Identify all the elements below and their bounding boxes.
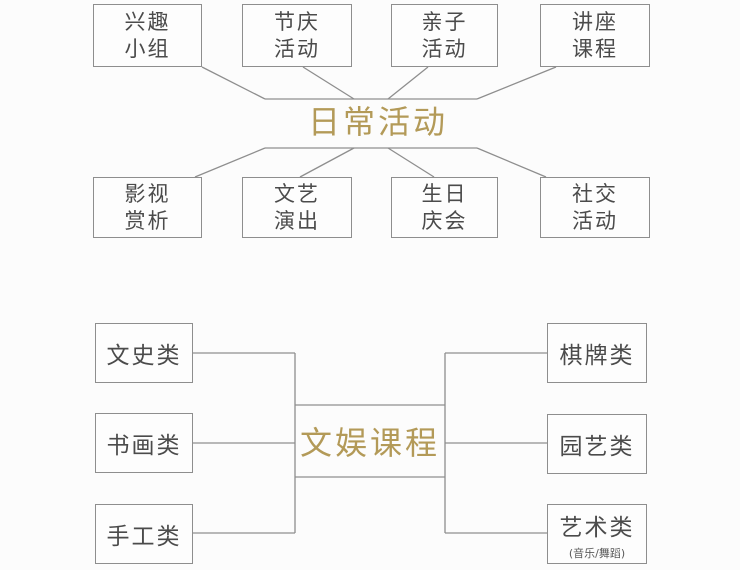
node-label: 文史类 (106, 343, 182, 369)
node-label: 活动 (421, 36, 468, 61)
node-handicrafts: 手工类 (95, 504, 193, 564)
node-chess-cards: 棋牌类 (547, 323, 647, 383)
node-label: 生日 (421, 181, 468, 206)
node-label: 小组 (124, 36, 171, 61)
node-parent-child-activities: 亲子 活动 (391, 4, 498, 67)
center-label-daily-activities: 日常活动 (307, 103, 448, 141)
node-label: 庆会 (421, 208, 468, 233)
node-label: 讲座 (572, 9, 618, 34)
node-calligraphy-painting: 书画类 (95, 413, 193, 473)
node-birthday-celebrations: 生日 庆会 (391, 177, 498, 238)
node-label: 赏析 (124, 208, 171, 233)
node-social-activities: 社交 活动 (540, 177, 650, 238)
node-sublabel: (音乐/舞蹈) (568, 546, 626, 560)
node-label: 活动 (274, 36, 320, 61)
node-label: 棋牌类 (559, 343, 635, 369)
node-label: 影视 (124, 181, 171, 206)
node-festival-activities: 节庆 活动 (242, 4, 352, 67)
node-label: 兴趣 (124, 9, 171, 34)
node-literature-history: 文史类 (95, 323, 193, 383)
node-label: 园艺类 (559, 434, 635, 460)
node-label: 社交 (572, 181, 618, 206)
node-interest-groups: 兴趣 小组 (93, 4, 202, 67)
node-label: 亲子 (421, 9, 468, 34)
node-label: 演出 (274, 208, 320, 233)
node-film-appreciation: 影视 赏析 (93, 177, 202, 238)
node-gardening: 园艺类 (547, 414, 647, 474)
node-label: 手工类 (106, 524, 182, 550)
node-label: 书画类 (106, 433, 182, 459)
node-label: 艺术类 (559, 514, 635, 541)
node-label: 节庆 (274, 9, 320, 34)
center-label-culture-courses: 文娱课程 (299, 424, 440, 462)
node-lecture-courses: 讲座 课程 (540, 4, 650, 67)
node-label: 活动 (572, 208, 618, 233)
node-label: 课程 (572, 36, 618, 61)
node-arts: 艺术类 (音乐/舞蹈) (547, 504, 647, 564)
node-label: 文艺 (274, 181, 320, 206)
node-art-performances: 文艺 演出 (242, 177, 352, 238)
